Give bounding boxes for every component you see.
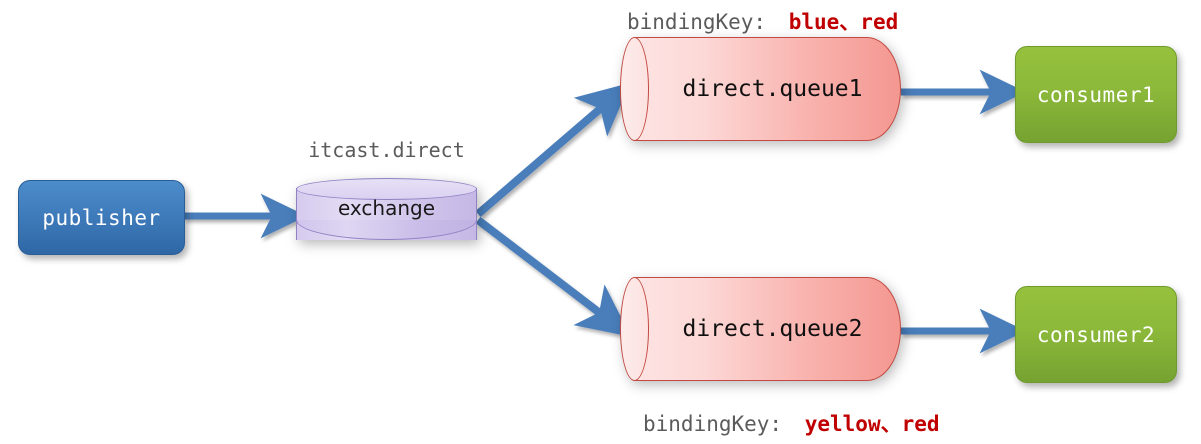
node-exchange-label: exchange [337, 196, 436, 220]
arrow-exchange-to-queue2 [475, 216, 631, 337]
binding-key-value-1: blue、red [788, 10, 899, 34]
node-publisher[interactable]: publisher [18, 180, 185, 255]
node-queue2[interactable]: direct.queue2 [620, 277, 901, 381]
queue1-cylinder-body [634, 37, 901, 141]
binding-key-text-1: bindingKey: [627, 10, 767, 34]
node-consumer1-label: consumer1 [1036, 82, 1156, 107]
node-queue1-label: direct.queue1 [682, 76, 863, 102]
node-consumer1[interactable]: consumer1 [1015, 46, 1177, 143]
node-queue2-label: direct.queue2 [682, 316, 863, 342]
queue2-cylinder-body [634, 277, 901, 381]
arrow-exchange-to-queue1 [475, 82, 631, 218]
binding-key-label-queue1: bindingKey: blue、red [627, 6, 898, 36]
node-consumer2-label: consumer2 [1036, 322, 1156, 347]
node-exchange[interactable]: exchange [296, 178, 477, 250]
node-consumer2[interactable]: consumer2 [1015, 286, 1177, 383]
node-queue1[interactable]: direct.queue1 [620, 37, 901, 141]
exchange-cylinder-top [296, 178, 477, 200]
binding-key-value-2: yellow、red [804, 412, 940, 436]
exchange-name-label: itcast.direct [308, 138, 465, 162]
binding-key-text-2: bindingKey: [643, 412, 783, 436]
node-publisher-label: publisher [42, 205, 161, 230]
binding-key-label-queue2: bindingKey: yellow、red [643, 408, 940, 438]
